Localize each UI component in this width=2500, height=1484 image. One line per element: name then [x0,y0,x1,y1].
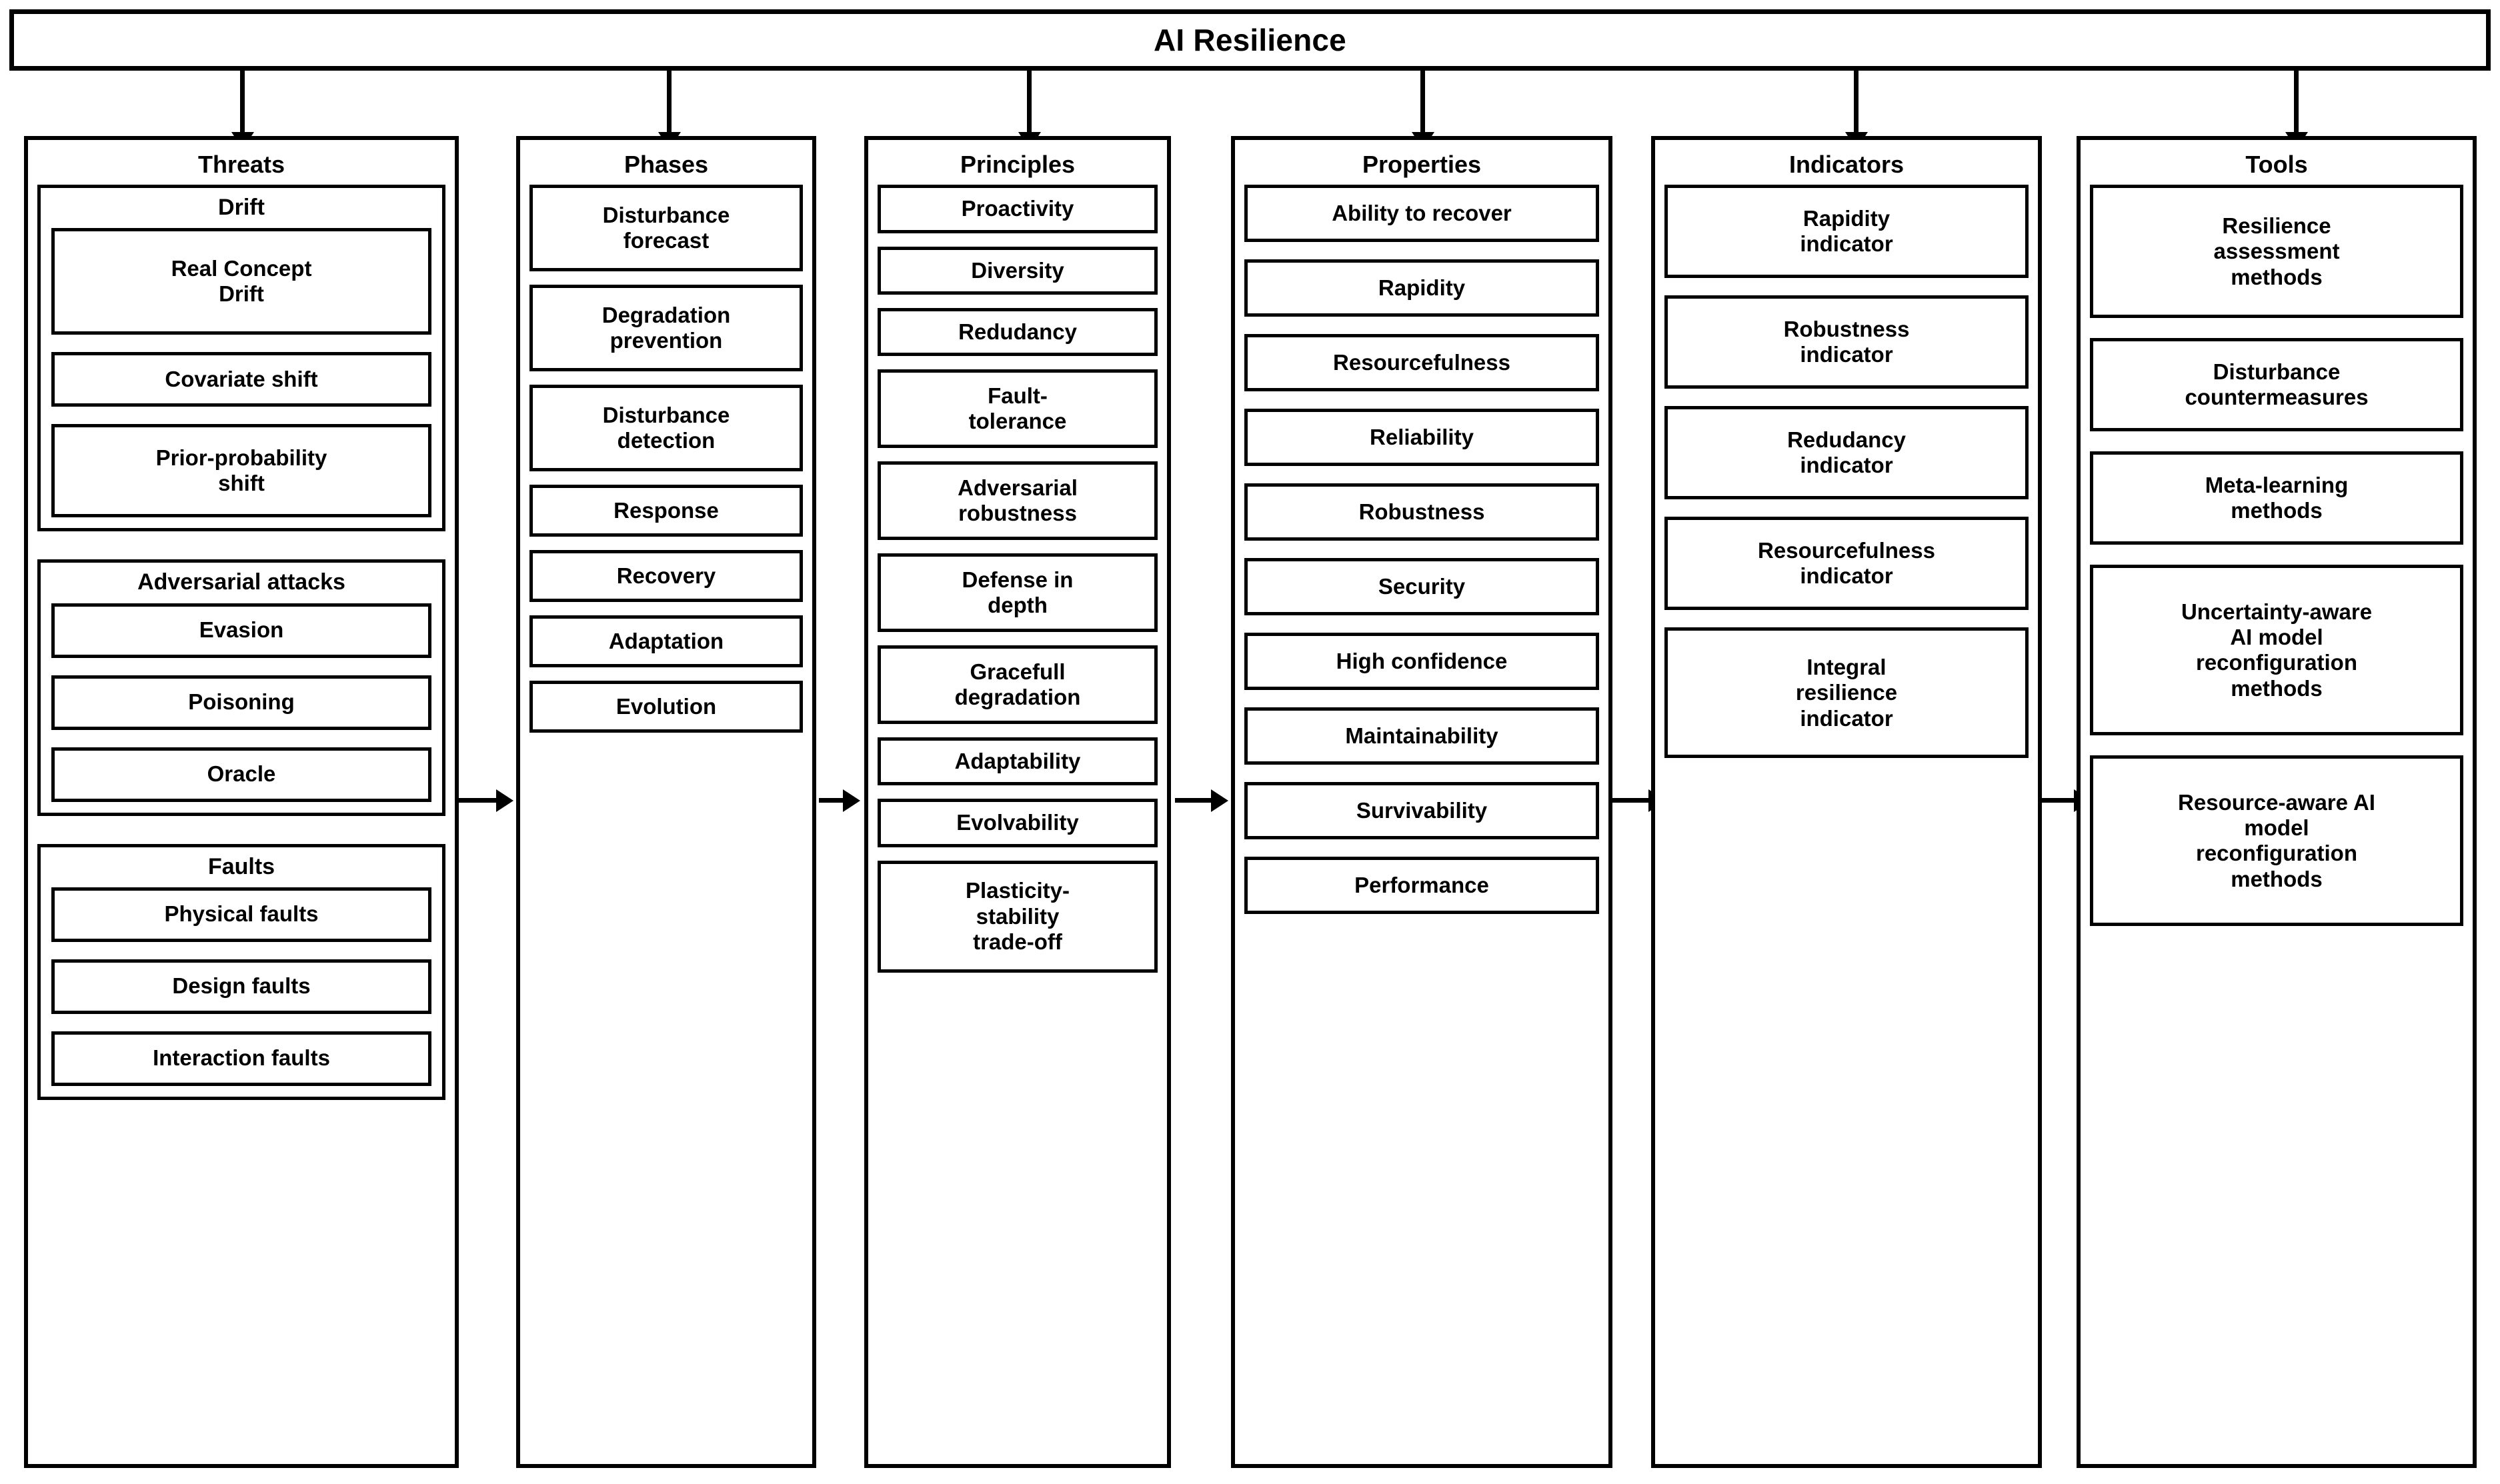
arrow-right-icon-properties-to-indicators [1612,798,1651,803]
item-diversity[interactable]: Diversity [878,246,1158,295]
item-adaptability[interactable]: Adaptability [878,737,1158,786]
item-adaptation[interactable]: Adaptation [529,615,803,668]
group-drift[interactable]: Drift Real Concept Drift Covariate shift… [37,185,445,532]
item-evasion[interactable]: Evasion [51,603,431,658]
column-title-tools: Tools [2245,151,2308,178]
root-title: AI Resilience [1154,23,1346,57]
column-tools[interactable]: Tools Resilience assessment methods Dist… [2077,136,2477,1468]
arrow-right-icon-indicators-to-tools [2042,798,2077,803]
column-threats[interactable]: Threats Drift Real Concept Drift Covaria… [24,136,459,1468]
item-rapidity-indicator[interactable]: Rapidity indicator [1664,185,2029,279]
group-adversarial-attacks[interactable]: Adversarial attacks Evasion Poisoning Or… [37,559,445,816]
item-ability-to-recover[interactable]: Ability to recover [1244,185,1599,243]
item-real-concept-drift[interactable]: Real Concept Drift [51,228,431,335]
item-interaction-faults[interactable]: Interaction faults [51,1031,431,1086]
item-poisoning[interactable]: Poisoning [51,675,431,730]
column-title-indicators: Indicators [1788,151,1905,178]
group-faults[interactable]: Faults Physical faults Design faults Int… [37,843,445,1100]
item-design-faults[interactable]: Design faults [51,959,431,1014]
item-fault-tolerance[interactable]: Fault- tolerance [878,369,1158,449]
item-meta-learning-methods[interactable]: Meta-learning methods [2090,451,2463,545]
column-principles[interactable]: Principles Proactivity Diversity Redudan… [864,136,1171,1468]
column-properties[interactable]: Properties Ability to recover Rapidity R… [1231,136,1612,1468]
column-title-threats: Threats [197,151,285,178]
arrow-down-icon-indicators [1854,71,1858,136]
item-oracle[interactable]: Oracle [51,747,431,802]
item-defense-in-depth[interactable]: Defense in depth [878,553,1158,633]
item-survivability[interactable]: Survivability [1244,782,1599,840]
item-disturbance-countermeasures[interactable]: Disturbance countermeasures [2090,338,2463,432]
item-proactivity[interactable]: Proactivity [878,185,1158,233]
arrow-right-icon-principles-to-properties [1175,798,1214,803]
arrow-down-icon-tools [2294,71,2299,136]
item-high-confidence[interactable]: High confidence [1244,633,1599,691]
item-integral-resilience-indicator[interactable]: Integral resilience indicator [1664,627,2029,759]
item-robustness-indicator[interactable]: Robustness indicator [1664,295,2029,389]
item-redudancy[interactable]: Redudancy [878,307,1158,357]
arrow-right-icon-phases-to-principles [819,798,846,803]
arrow-right-icon-threats-to-phases [459,798,499,803]
item-degradation-prevention[interactable]: Degradation prevention [529,285,803,372]
root-node-ai-resilience: AI Resilience [9,9,2491,71]
column-title-principles: Principles [960,151,1076,178]
item-redudancy-indicator[interactable]: Redudancy indicator [1664,406,2029,500]
item-adversarial-robustness[interactable]: Adversarial robustness [878,461,1158,541]
column-title-phases: Phases [623,151,709,178]
item-plasticity-stability-trade-off[interactable]: Plasticity- stability trade-off [878,860,1158,973]
item-maintainability[interactable]: Maintainability [1244,707,1599,765]
column-title-properties: Properties [1362,151,1482,178]
group-title-faults: Faults [207,853,275,879]
item-prior-probability-shift[interactable]: Prior-probability shift [51,424,431,518]
item-security[interactable]: Security [1244,558,1599,616]
item-response[interactable]: Response [529,485,803,537]
item-reliability[interactable]: Reliability [1244,409,1599,467]
column-indicators[interactable]: Indicators Rapidity indicator Robustness… [1651,136,2042,1468]
item-evolvability[interactable]: Evolvability [878,799,1158,847]
group-title-drift: Drift [218,195,265,221]
item-covariate-shift[interactable]: Covariate shift [51,352,431,407]
item-recovery[interactable]: Recovery [529,550,803,603]
item-resourcefulness[interactable]: Resourcefulness [1244,334,1599,392]
arrow-down-icon-phases [667,71,672,136]
item-gracefull-degradation[interactable]: Gracefull degradation [878,645,1158,725]
item-disturbance-detection[interactable]: Disturbance detection [529,385,803,472]
item-uncertainty-aware-reconfiguration-methods[interactable]: Uncertainty-aware AI model reconfigurati… [2090,565,2463,736]
column-phases[interactable]: Phases Disturbance forecast Degradation … [516,136,816,1468]
item-resourcefulness-indicator[interactable]: Resourcefulness indicator [1664,517,2029,611]
item-robustness[interactable]: Robustness [1244,483,1599,541]
arrow-down-icon-properties [1420,71,1425,136]
arrow-down-icon-threats [240,71,245,136]
item-rapidity[interactable]: Rapidity [1244,259,1599,317]
item-physical-faults[interactable]: Physical faults [51,887,431,942]
item-evolution[interactable]: Evolution [529,681,803,733]
group-title-adversarial-attacks: Adversarial attacks [137,569,345,595]
item-performance[interactable]: Performance [1244,857,1599,915]
item-resilience-assessment-methods[interactable]: Resilience assessment methods [2090,185,2463,319]
item-disturbance-forecast[interactable]: Disturbance forecast [529,185,803,272]
arrow-down-icon-principles [1027,71,1032,136]
item-resource-aware-reconfiguration-methods[interactable]: Resource-aware AI model reconfiguration … [2090,755,2463,927]
